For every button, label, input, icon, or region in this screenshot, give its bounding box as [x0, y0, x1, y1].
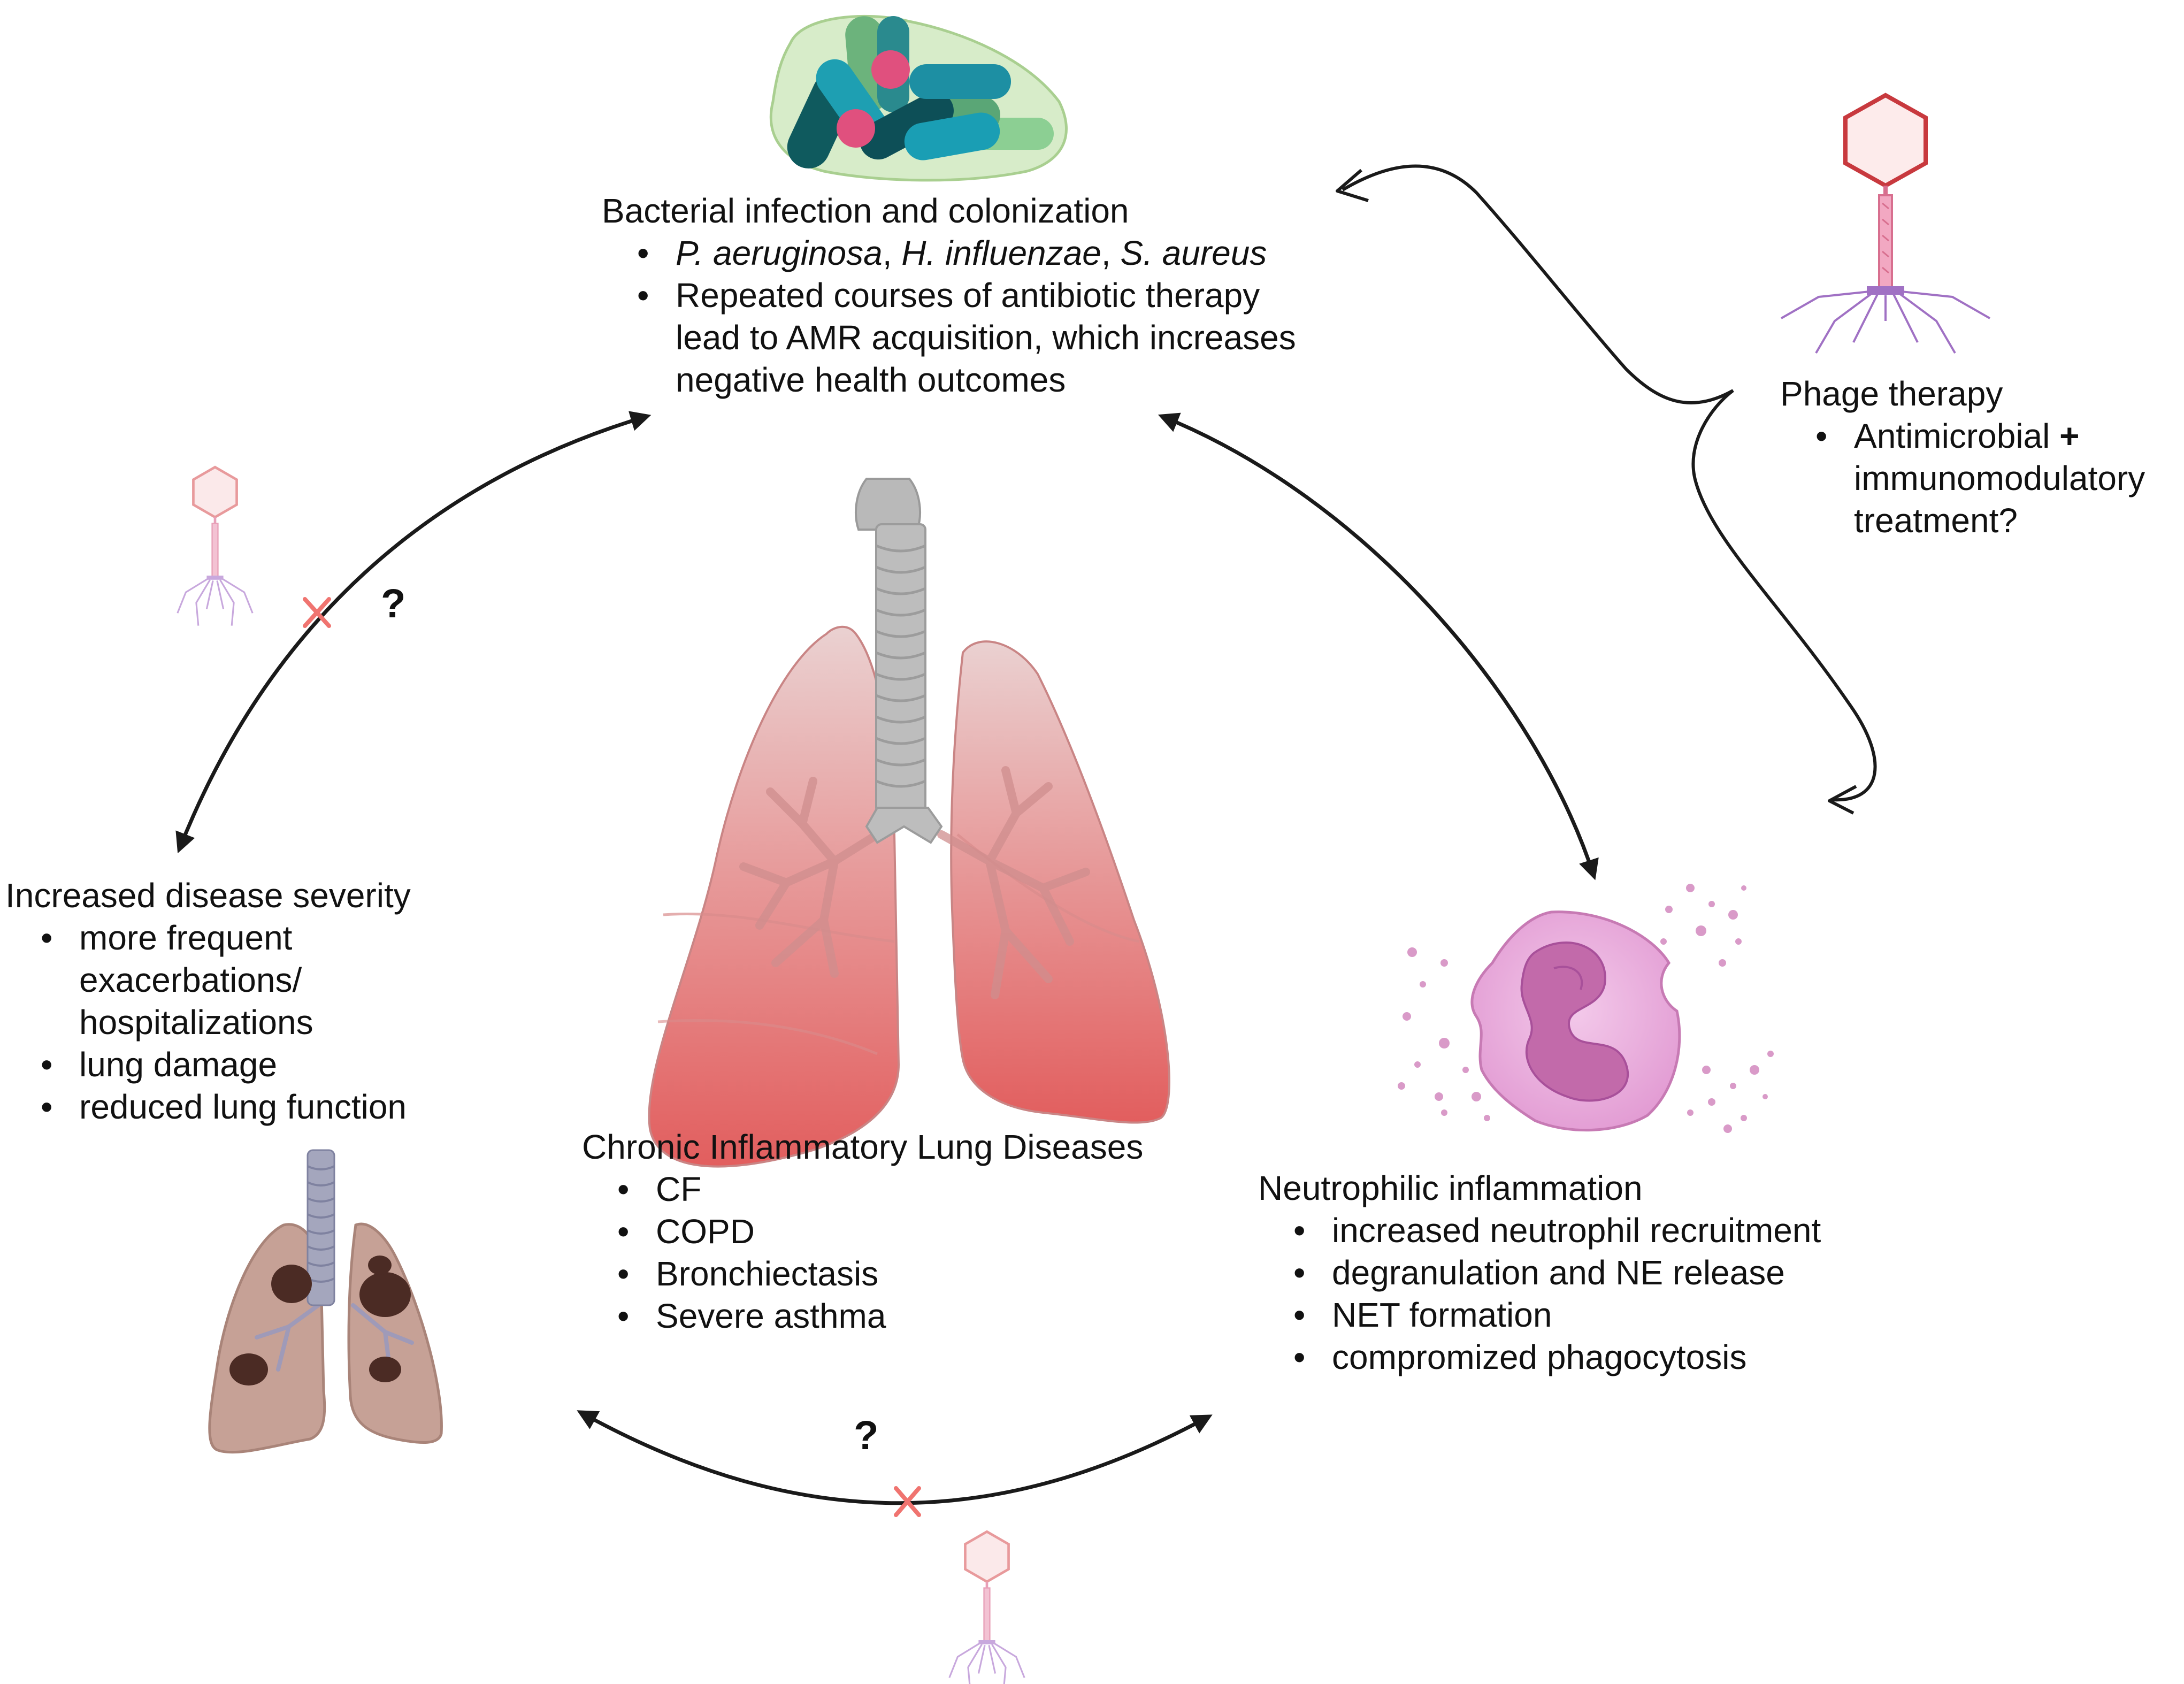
neutrophilic-block: Neutrophilic inflammation increased neut… [1258, 1167, 1821, 1379]
lung-diseases-heading: Chronic Inflammatory Lung Diseases [582, 1128, 1144, 1166]
phage-therapy-item: Antimicrobial + immunomodulatory treatme… [1815, 415, 2145, 542]
neutrophilic-item: NET formation [1293, 1294, 1821, 1336]
amr-line-1: Repeated courses of antibiotic therapy [676, 276, 1260, 315]
phage-line-2: immunomodulatory [1854, 459, 2145, 497]
lung-diseases-block: Chronic Inflammatory Lung Diseases CF CO… [582, 1126, 1143, 1337]
species-pa: P. aeruginosa [676, 234, 883, 272]
severity-item: reduced lung function [41, 1086, 411, 1128]
species-hi: H. influenzae [901, 234, 1101, 272]
question-mark-left: ? [381, 581, 406, 626]
severity-item: more frequent exacerbations/ hospitaliza… [41, 917, 411, 1044]
severity-item-1-line-3: hospitalizations [79, 1003, 313, 1042]
phage-therapy-brace [1342, 164, 1877, 802]
disease-item: CF [617, 1168, 1143, 1211]
phage-therapy-heading: Phage therapy [1780, 374, 2003, 413]
bacterial-species-item: P. aeruginosa, H. influenzae, S. aureus [637, 232, 1296, 274]
neutrophil-icon [1398, 884, 1774, 1133]
neutrophilic-item: compromized phagocytosis [1293, 1336, 1821, 1379]
neutrophilic-item: increased neutrophil recruitment [1293, 1210, 1821, 1252]
phage-icon-large [1781, 93, 1990, 354]
amr-item: Repeated courses of antibiotic therapy l… [637, 274, 1296, 401]
arrow-bacterial-severity [175, 411, 652, 854]
bacterial-infection-block: Bacterial infection and colonization P. … [602, 190, 1296, 401]
bacteria-cluster-icon [769, 14, 1068, 182]
neutrophilic-heading: Neutrophilic inflammation [1258, 1169, 1643, 1207]
central-lungs-icon [648, 478, 1170, 1168]
cross-mark-bottom [894, 1486, 921, 1517]
phage-line-3: treatment? [1854, 501, 2018, 540]
arrow-bacterial-neutrophilic [1158, 412, 1599, 881]
disease-item: Bronchiectasis [617, 1253, 1143, 1295]
cross-mark-left [303, 597, 331, 628]
severity-item: lung damage [41, 1044, 411, 1086]
disease-severity-block: Increased disease severity more frequent… [5, 875, 411, 1128]
neutrophilic-item: degranulation and NE release [1293, 1252, 1821, 1294]
disease-item: Severe asthma [617, 1295, 1143, 1337]
severity-item-1-line-2: exacerbations/ [79, 961, 302, 999]
disease-item: COPD [617, 1211, 1143, 1253]
question-mark-bottom: ? [854, 1413, 879, 1458]
species-sep-1: , [882, 234, 902, 272]
phage-line-1: Antimicrobial [1854, 417, 2050, 455]
species-sep-2: , [1101, 234, 1121, 272]
severity-item-1-line-1: more frequent [79, 918, 293, 957]
amr-line-2: lead to AMR acquisition, which increases [676, 318, 1296, 357]
phage-icon-bottom [949, 1532, 1024, 1684]
species-sa: S. aureus [1120, 234, 1267, 272]
severity-item-3: reduced lung function [79, 1088, 407, 1126]
phage-icon-left [178, 467, 252, 625]
arrow-severity-neutrophilic [577, 1410, 1213, 1505]
phage-plus: + [2059, 417, 2080, 455]
disease-severity-heading: Increased disease severity [5, 876, 411, 915]
damaged-lungs-icon [208, 1149, 443, 1454]
phage-therapy-block: Phage therapy Antimicrobial + immunomodu… [1780, 373, 2145, 542]
severity-item-2: lung damage [79, 1045, 278, 1084]
bacterial-infection-heading: Bacterial infection and colonization [602, 192, 1129, 230]
amr-line-3: negative health outcomes [676, 361, 1066, 399]
